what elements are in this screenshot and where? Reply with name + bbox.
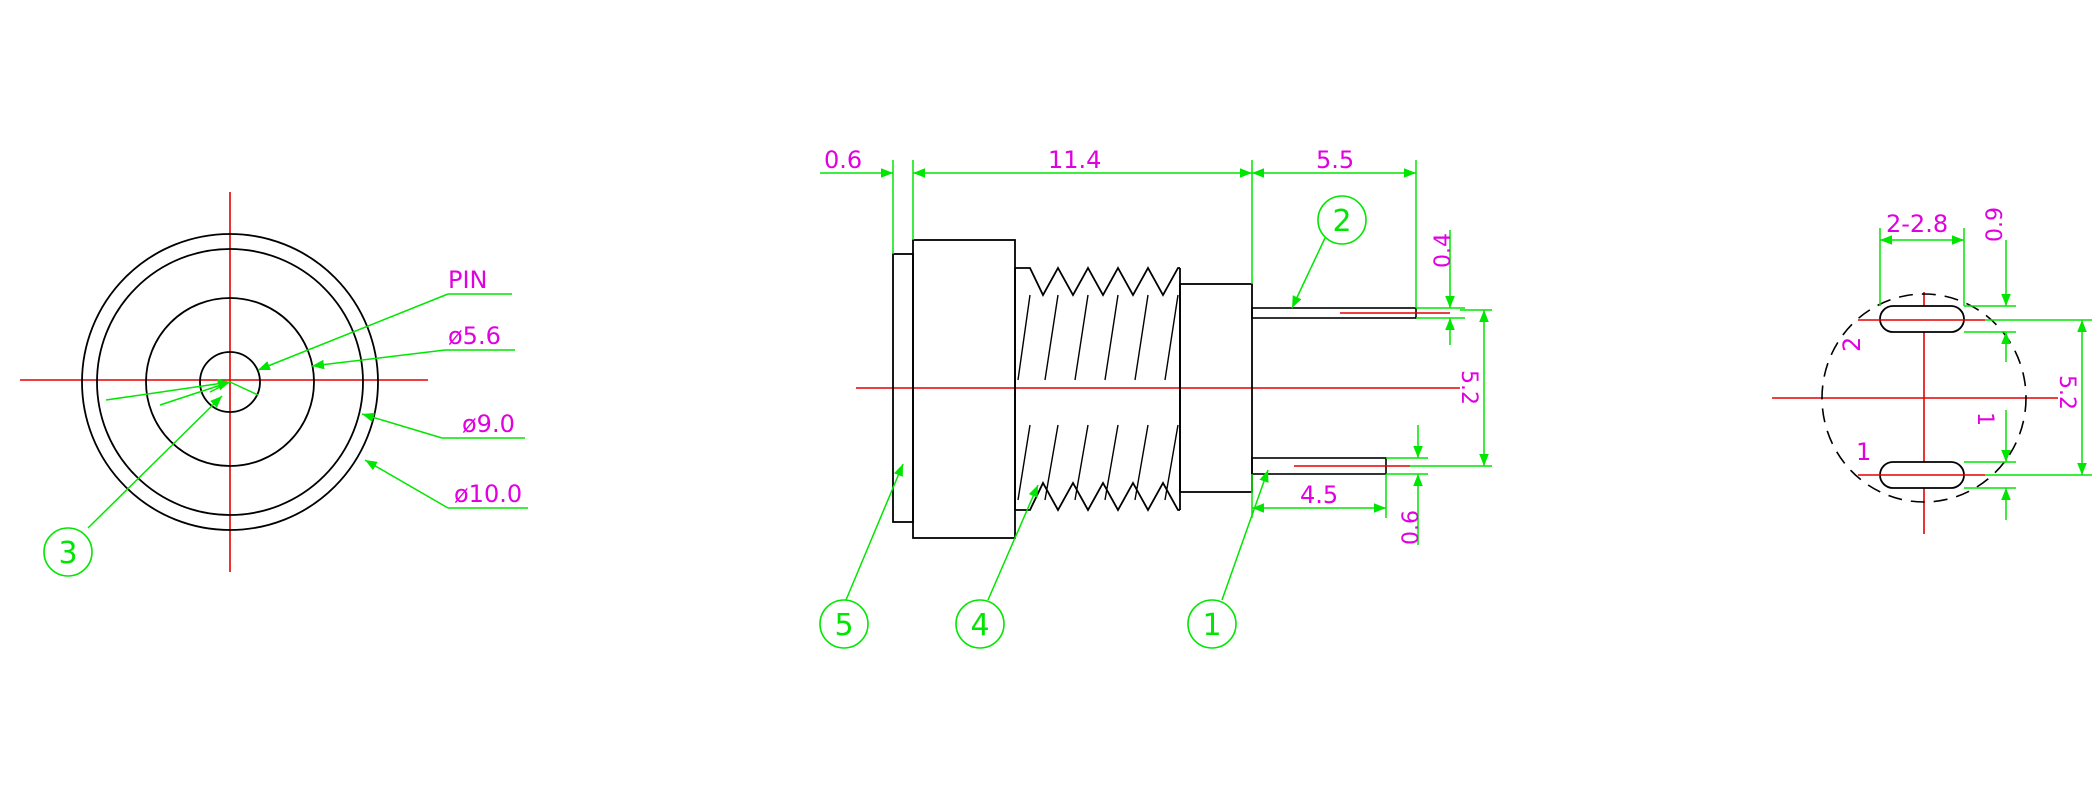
thread-hatch-bottom (1017, 424, 1179, 501)
dia-inner-label: ø9.0 (462, 410, 515, 438)
callout-4-text: 4 (970, 608, 989, 643)
callout-1-circle (1187, 599, 1237, 649)
dim-body: 11.4 (1048, 146, 1101, 174)
footprint-view: 2-2.8 0.9 5.2 1 2 1 (1772, 207, 2092, 534)
callout-2-text: 2 (1332, 204, 1351, 239)
dia-inner-leader (361, 412, 443, 439)
inner-circle (96, 248, 364, 516)
dim-pin-thickness: 0.4 (1431, 233, 1456, 268)
lower-pin-length-lines (1251, 474, 1387, 518)
pin-leader (257, 293, 449, 371)
pin-label: PIN (448, 266, 488, 294)
fp-dim-slot: 2-2.8 (1886, 210, 1948, 238)
pin-circle (199, 351, 261, 413)
thread-bottom-outline (1015, 481, 1180, 512)
fan-leader (105, 378, 231, 401)
callout-4-leader (987, 484, 1039, 601)
thread-hatch-top (1017, 294, 1179, 381)
callout-1-leader (1221, 469, 1269, 601)
fp-dim-slot-width: 0.9 (1983, 207, 2008, 242)
callout-5-text: 5 (834, 608, 853, 643)
fp-dim-spacing: 5.2 (2054, 375, 2079, 410)
fan-leader (209, 381, 231, 393)
fp-dim-lower-slot: 1 (1972, 412, 1997, 426)
fp-pin-label-top: 2 (1838, 337, 1866, 352)
dia-outer-leader (364, 459, 449, 509)
rear-body (1179, 283, 1253, 493)
callout-5-leader (845, 463, 904, 601)
callout-3-circle (43, 527, 93, 577)
dia-outer-label: ø10.0 (454, 480, 522, 508)
fan-leader (229, 381, 259, 396)
dim-flange: 0.6 (824, 146, 862, 174)
dim-pin-spacing: 5.2 (1456, 370, 1481, 405)
callout-3-leader (87, 395, 223, 529)
dia-pin-label: ø5.6 (448, 322, 501, 350)
middle-circle (145, 297, 315, 467)
body-head (912, 239, 1016, 539)
fp-slot-upper (1879, 305, 1965, 333)
thread-top-outline (1015, 266, 1180, 297)
outer-circle (81, 233, 379, 531)
right-dimension-lines (1386, 230, 1492, 545)
dia-pin-leader (311, 349, 446, 370)
side-view: 0.6 11.4 5.5 0.4 5.2 0.6 4.5 (819, 146, 1492, 649)
callout-2-circle (1317, 195, 1367, 245)
dim-pin-length: 5.5 (1316, 146, 1354, 174)
dim-lower-pin-thickness: 0.6 (1399, 510, 1424, 545)
callout-2-leader (1291, 237, 1326, 309)
callout-3-text: 3 (58, 536, 77, 571)
front-view: 3 PIN ø5.6 ø9.0 ø10.0 (20, 192, 528, 577)
callout-5-circle (819, 599, 869, 649)
fp-dashed-outline (1821, 293, 2027, 503)
dim-lower-pin-length: 4.5 (1300, 481, 1338, 509)
callout-4-circle (955, 599, 1005, 649)
callout-1-text: 1 (1202, 608, 1221, 643)
fp-dimension-lines (1879, 228, 2092, 520)
top-dimension-lines (820, 160, 1417, 308)
fan-leader (159, 381, 231, 406)
fp-pin-label-bottom: 1 (1856, 438, 1871, 466)
